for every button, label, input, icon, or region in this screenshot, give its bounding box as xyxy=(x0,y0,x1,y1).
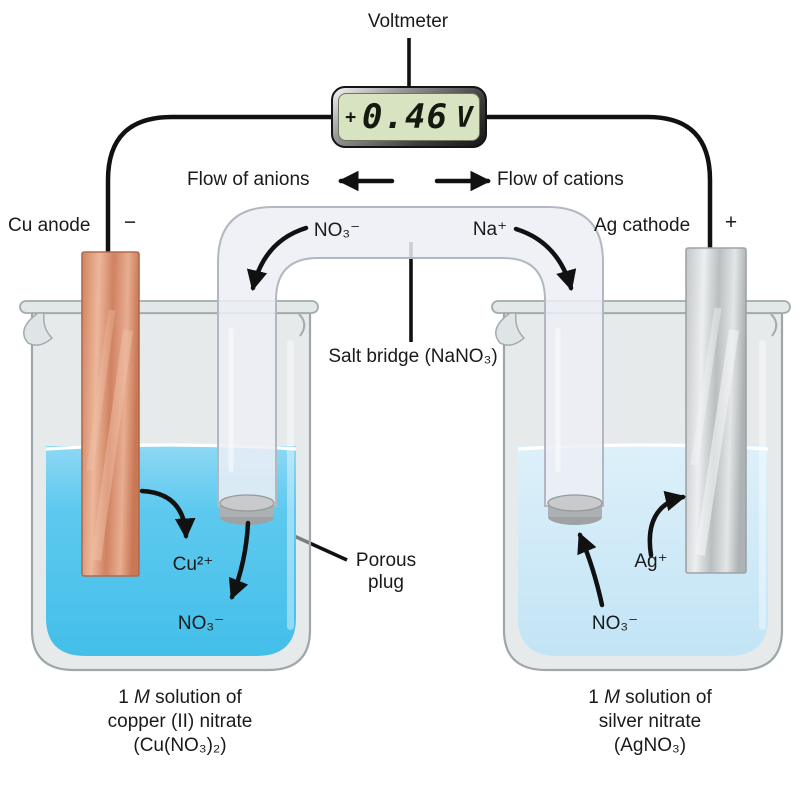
left-caption-suffix: solution of xyxy=(149,687,242,708)
voltmeter-label: Voltmeter xyxy=(367,11,449,32)
right-beaker-caption: 1 M solution of silver nitrate (AgNO₃) xyxy=(588,686,712,758)
left-caption-line2: copper (II) nitrate xyxy=(107,711,253,732)
porous-plug-label-line2: plug xyxy=(368,572,404,593)
right-caption-line1: 1 M solution of xyxy=(588,686,712,710)
ag-ion-label: Ag⁺ xyxy=(634,551,668,572)
flow-of-cations-label: Flow of cations xyxy=(497,169,624,190)
porous-plug-label-line1: Porous xyxy=(355,550,417,571)
right-caption-molarity: M xyxy=(604,687,620,708)
silver-electrode xyxy=(685,247,747,574)
cu-anode-label: Cu anode xyxy=(8,215,91,236)
left-beaker-curl xyxy=(298,313,306,337)
right-caption-suffix: solution of xyxy=(619,687,712,708)
right-caption-prefix: 1 xyxy=(588,687,605,708)
left-beaker-caption: 1 M solution of copper (II) nitrate (Cu(… xyxy=(108,686,253,758)
left-caption-molarity: M xyxy=(134,687,150,708)
ag-cathode-label: Ag cathode xyxy=(594,215,691,236)
no3-left-label: NO₃⁻ xyxy=(177,613,225,634)
flow-of-anions-label: Flow of anions xyxy=(187,169,310,190)
porous-plug-left xyxy=(219,494,275,525)
left-caption-line3: (Cu(NO₃)₂) xyxy=(133,735,227,756)
voltmeter-display: + 0.46 V xyxy=(338,93,480,141)
wire-right xyxy=(485,114,713,255)
anode-minus-sign: − xyxy=(123,211,137,234)
voltmeter-value: 0.46 xyxy=(362,97,448,137)
circuit-wires xyxy=(105,114,713,261)
salt-bridge-label: Salt bridge (NaNO₃) xyxy=(328,346,498,367)
right-beaker-curl xyxy=(770,313,778,337)
salt-bridge-tube xyxy=(217,206,604,507)
left-caption-line1: 1 M solution of xyxy=(108,686,253,710)
cu-ion-arrow xyxy=(139,488,196,540)
right-caption-line3: (AgNO₃) xyxy=(613,735,687,756)
right-beaker-spout xyxy=(495,312,526,346)
ag-ion-arrow xyxy=(647,490,687,558)
copper-electrode xyxy=(81,251,140,577)
cu-ion-label: Cu²⁺ xyxy=(172,554,214,575)
bridge-cation-arrow xyxy=(513,226,577,291)
bridge-anion-arrow xyxy=(246,225,309,292)
porous-plug-label: Porous plug xyxy=(356,550,416,594)
left-beaker-highlight xyxy=(287,340,294,630)
porous-plug-right xyxy=(547,494,603,525)
voltmeter: + 0.46 V xyxy=(331,86,487,148)
voltmeter-sign: + xyxy=(345,106,357,128)
bridge-anion-label: NO₃⁻ xyxy=(313,220,361,241)
right-beaker-highlight xyxy=(759,340,766,630)
left-beaker-spout xyxy=(23,312,54,346)
wire-left xyxy=(105,114,335,261)
bridge-cation-label: Na⁺ xyxy=(472,219,508,240)
right-caption-line2: silver nitrate xyxy=(598,711,702,732)
no3-right-label: NO₃⁻ xyxy=(591,613,639,634)
no3-right-arrow xyxy=(577,532,605,608)
cathode-plus-sign: + xyxy=(724,211,738,234)
no3-left-arrow xyxy=(228,520,251,600)
flow-arrows xyxy=(139,170,687,608)
left-caption-prefix: 1 xyxy=(118,687,135,708)
voltmeter-unit: V xyxy=(455,100,473,134)
